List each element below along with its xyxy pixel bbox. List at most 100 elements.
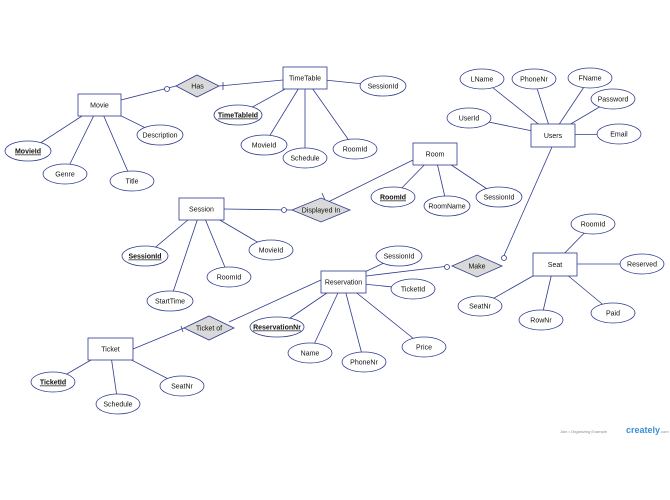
attr-label: MovieId bbox=[259, 248, 284, 255]
edge-reservation-ticketof bbox=[228, 279, 322, 323]
attr-label: RoomId bbox=[581, 222, 606, 229]
edge-session-starttime bbox=[169, 208, 202, 302]
optional-marker-icon bbox=[281, 207, 287, 213]
entity-movie-label: Movie bbox=[90, 103, 109, 110]
attr-label: Schedule bbox=[103, 402, 132, 409]
attr-room-sessionid[interactable]: SessionId bbox=[475, 186, 523, 208]
entity-timetable-label: TimeTable bbox=[289, 76, 321, 83]
attr-label: FName bbox=[579, 76, 602, 83]
attr-label: SeatNr bbox=[171, 384, 193, 391]
relationship-displayed-in[interactable]: Displayed In bbox=[290, 197, 352, 223]
relationship-has-label: Has bbox=[191, 84, 204, 91]
relationship-displayed-in-label: Displayed In bbox=[302, 208, 341, 215]
attr-users-email[interactable]: Email bbox=[596, 123, 642, 145]
attr-reservation-price[interactable]: Price bbox=[401, 336, 447, 358]
attr-label: TicketId bbox=[401, 287, 425, 294]
attr-label: LName bbox=[471, 77, 494, 84]
entity-session-label: Session bbox=[189, 207, 214, 214]
attr-movie-description[interactable]: Description bbox=[136, 124, 184, 146]
attr-label: TimeTableId bbox=[218, 113, 258, 120]
one-marker-icon bbox=[321, 192, 326, 201]
entity-seat[interactable]: Seat bbox=[532, 252, 578, 277]
attr-label: Reserved bbox=[627, 262, 657, 269]
cardinality-markers bbox=[164, 82, 507, 333]
attr-label: TicketId bbox=[40, 380, 66, 387]
attr-reservation-name[interactable]: Name bbox=[287, 342, 333, 364]
attr-session-roomid[interactable]: RoomId bbox=[206, 266, 252, 288]
edge-displayedin-session bbox=[223, 208, 293, 211]
creately-watermark: Join • Organizing Example creately.com bbox=[560, 424, 670, 438]
entity-users[interactable]: Users bbox=[530, 123, 576, 148]
brand-suffix: .com bbox=[660, 429, 669, 434]
attr-label: Email bbox=[610, 132, 628, 139]
attr-ticket-schedule[interactable]: Schedule bbox=[95, 393, 141, 415]
entity-ticket[interactable]: Ticket bbox=[87, 337, 134, 361]
attr-session-movieid[interactable]: MovieId bbox=[248, 239, 294, 261]
attr-users-lname[interactable]: LName bbox=[459, 68, 505, 90]
edge-make-reservation bbox=[365, 265, 450, 277]
entity-users-label: Users bbox=[544, 133, 563, 140]
edge-movie-title bbox=[98, 104, 133, 182]
edge-users-make bbox=[501, 146, 553, 261]
edge-ticketof-ticket bbox=[132, 327, 185, 350]
edge-reservation-phonenr bbox=[342, 281, 365, 363]
entity-reservation[interactable]: Reservation bbox=[320, 270, 367, 294]
attr-seat-roomid[interactable]: RoomId bbox=[570, 213, 616, 235]
attr-label: PhoneNr bbox=[350, 360, 378, 367]
attr-room-name[interactable]: RoomName bbox=[423, 195, 471, 217]
attr-seat-paid[interactable]: Paid bbox=[590, 302, 636, 324]
entity-room[interactable]: Room bbox=[412, 142, 458, 166]
entity-timetable[interactable]: TimeTable bbox=[282, 66, 328, 90]
attr-seat-seatnr[interactable]: SeatNr bbox=[457, 295, 503, 317]
optional-marker-icon bbox=[164, 86, 170, 92]
attr-timetable-sessionid[interactable]: SessionId bbox=[359, 75, 407, 97]
attr-movie-movieid[interactable]: MovieId bbox=[4, 140, 52, 162]
relationship-has[interactable]: Has bbox=[175, 74, 220, 98]
attr-ticket-id[interactable]: TicketId bbox=[30, 371, 76, 393]
attr-timetable-roomid[interactable]: RoomId bbox=[332, 138, 378, 160]
attr-label: SessionId bbox=[368, 84, 399, 91]
attr-room-roomid[interactable]: RoomId bbox=[370, 186, 416, 208]
edge-has-timetable bbox=[218, 79, 284, 87]
entity-seat-label: Seat bbox=[548, 262, 562, 269]
entity-session[interactable]: Session bbox=[178, 197, 225, 221]
attr-seat-rownr[interactable]: RowNr bbox=[518, 309, 564, 331]
attr-label: SessionId bbox=[128, 254, 161, 261]
edge-room-displayedin bbox=[321, 159, 414, 206]
attr-session-starttime[interactable]: StartTime bbox=[146, 290, 194, 312]
attr-label: Name bbox=[301, 351, 320, 358]
attr-reservation-sessionid[interactable]: SessionId bbox=[375, 245, 423, 267]
attr-movie-title[interactable]: Title bbox=[109, 170, 155, 192]
attr-reservation-phonenr[interactable]: PhoneNr bbox=[341, 351, 387, 373]
attr-users-fname[interactable]: FName bbox=[567, 67, 613, 89]
attr-label: SeatNr bbox=[469, 304, 491, 311]
attr-timetable-movieid[interactable]: MovieId bbox=[240, 134, 288, 156]
entity-movie[interactable]: Movie bbox=[77, 93, 122, 117]
relationship-make-label: Make bbox=[468, 264, 485, 271]
attr-label: MovieId bbox=[252, 143, 277, 150]
entity-ticket-label: Ticket bbox=[101, 347, 119, 354]
attr-reservation-nr[interactable]: ReservationNr bbox=[249, 316, 305, 338]
relationship-make[interactable]: Make bbox=[451, 254, 503, 278]
attr-seat-reserved[interactable]: Reserved bbox=[619, 253, 665, 275]
relationship-ticket-of[interactable]: Ticket of bbox=[183, 315, 235, 341]
attr-movie-genre[interactable]: Genre bbox=[42, 163, 88, 185]
attr-label: RoomId bbox=[217, 275, 242, 282]
watermark-caption: Join • Organizing Example bbox=[560, 429, 607, 434]
attr-timetable-id[interactable]: TimeTableId bbox=[213, 104, 263, 126]
attr-users-userid[interactable]: UserId bbox=[446, 107, 492, 129]
attr-label: ReservationNr bbox=[253, 325, 301, 332]
attr-timetable-schedule[interactable]: Schedule bbox=[282, 147, 328, 169]
attr-users-phonenr[interactable]: PhoneNr bbox=[511, 68, 557, 90]
attr-reservation-ticketid[interactable]: TicketId bbox=[390, 278, 436, 300]
attr-users-password[interactable]: Password bbox=[590, 88, 636, 110]
attr-session-id[interactable]: SessionId bbox=[121, 245, 169, 267]
edge-reservation-name bbox=[309, 281, 344, 354]
attr-ticket-seatnr[interactable]: SeatNr bbox=[159, 375, 205, 397]
attr-label: Description bbox=[142, 133, 177, 140]
edge-movie-genre bbox=[64, 104, 100, 175]
attr-label: Price bbox=[416, 345, 432, 352]
attr-label: Title bbox=[126, 179, 139, 186]
optional-marker-icon bbox=[444, 264, 450, 270]
